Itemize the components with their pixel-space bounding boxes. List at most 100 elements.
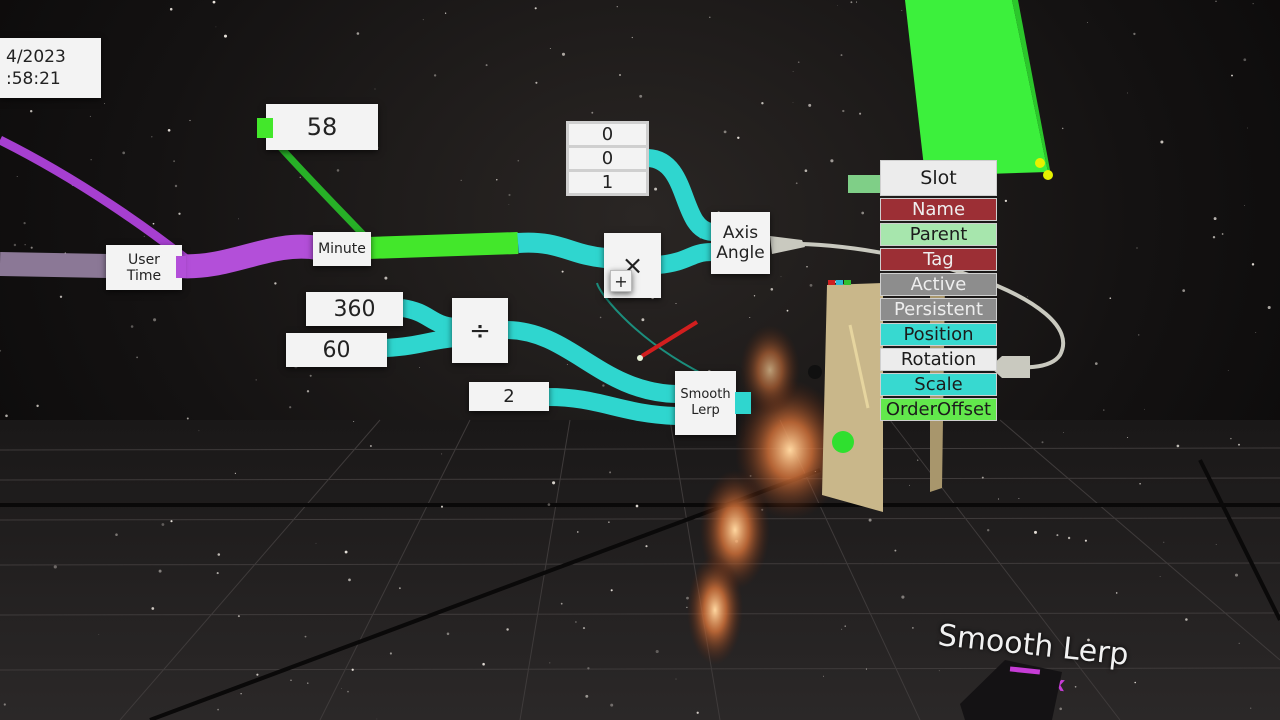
user-time-node[interactable]: User Time <box>106 245 182 290</box>
vector-y-value: 0 <box>601 148 614 169</box>
star <box>797 61 800 64</box>
smooth-lerp-output-port[interactable] <box>735 392 751 414</box>
star <box>255 379 257 381</box>
star <box>130 325 134 328</box>
star <box>560 602 563 605</box>
star <box>610 589 613 592</box>
inspector-row-scale[interactable]: Scale <box>880 373 997 396</box>
inspector-row-tag[interactable]: Tag <box>880 248 997 271</box>
star <box>806 266 808 268</box>
star <box>804 169 808 173</box>
star <box>917 459 919 461</box>
star <box>1067 536 1071 540</box>
star <box>136 356 138 359</box>
star <box>369 444 372 448</box>
float-wire-360 <box>400 299 457 336</box>
star <box>151 607 155 610</box>
axis-angle-node[interactable]: Axis Angle <box>711 212 770 274</box>
star <box>98 633 100 635</box>
star <box>217 553 221 556</box>
divide-node[interactable]: ÷ <box>452 298 508 363</box>
star <box>1063 432 1064 433</box>
star <box>351 668 354 671</box>
star <box>336 169 340 172</box>
star <box>1137 334 1140 336</box>
star <box>631 36 633 39</box>
star <box>161 523 165 526</box>
vector-input-node[interactable]: 0 0 1 <box>566 121 649 196</box>
star <box>440 505 444 508</box>
star <box>1041 441 1044 444</box>
inspector-row-persistent[interactable]: Persistent <box>880 298 997 321</box>
star <box>868 518 872 522</box>
star <box>610 703 614 707</box>
star <box>485 64 488 67</box>
star <box>737 136 740 140</box>
star <box>399 587 401 590</box>
minute-node[interactable]: Minute <box>313 232 371 266</box>
const-60-node[interactable]: 60 <box>286 333 387 367</box>
star <box>561 270 564 273</box>
star <box>1084 539 1087 542</box>
star <box>356 32 360 35</box>
time-wire <box>177 234 320 279</box>
star <box>460 179 462 182</box>
star <box>844 625 846 627</box>
float-wire-minute <box>517 232 607 268</box>
star <box>855 1 858 3</box>
inspector-row-parent[interactable]: Parent <box>880 223 997 246</box>
star <box>566 364 568 365</box>
star <box>1087 22 1088 23</box>
star <box>901 595 905 599</box>
const-2-value: 2 <box>503 386 515 407</box>
inspector-row-rotation[interactable]: Rotation <box>880 348 997 371</box>
star <box>808 103 812 107</box>
star <box>23 222 26 225</box>
vector-y-field[interactable]: 0 <box>569 148 646 169</box>
star <box>122 151 126 155</box>
star <box>901 10 903 11</box>
inspector-row-slot[interactable]: Slot <box>880 160 997 196</box>
star <box>482 662 485 666</box>
star <box>645 545 648 548</box>
inspector-row-position[interactable]: Position <box>880 323 997 346</box>
minute-value-display: 58 <box>266 104 378 150</box>
star <box>238 218 239 220</box>
star <box>1231 74 1233 77</box>
add-node[interactable]: + <box>610 270 632 292</box>
star <box>1115 592 1118 594</box>
smooth-lerp-node[interactable]: Smooth Lerp <box>675 371 736 435</box>
star <box>198 430 200 432</box>
star <box>1056 534 1059 537</box>
star <box>189 119 191 122</box>
int-output-port[interactable] <box>257 118 273 138</box>
inspector-row-active[interactable]: Active <box>880 273 997 296</box>
star <box>1074 685 1077 688</box>
star <box>780 276 782 278</box>
inspector-row-name[interactable]: Name <box>880 198 997 221</box>
star <box>1026 296 1028 298</box>
vector-x-field[interactable]: 0 <box>569 124 646 145</box>
vector-z-field[interactable]: 1 <box>569 172 646 193</box>
clock-date: 4/2023 <box>6 47 66 67</box>
star <box>675 678 677 680</box>
clock-display: 4/2023 :58:21 <box>0 38 101 98</box>
star <box>422 19 424 21</box>
star <box>3 703 6 706</box>
inspector-row-orderoffset[interactable]: OrderOffset <box>880 398 997 421</box>
star <box>1185 618 1188 621</box>
star <box>587 667 590 670</box>
const-360-node[interactable]: 360 <box>306 292 403 326</box>
const-2-node[interactable]: 2 <box>469 382 549 411</box>
star <box>709 16 711 19</box>
float-wire-divide <box>505 321 677 403</box>
star <box>433 74 437 77</box>
star <box>152 222 155 225</box>
star <box>865 668 867 670</box>
star <box>591 111 594 114</box>
star <box>0 349 2 352</box>
user-time-output-port[interactable] <box>176 256 186 278</box>
star <box>169 7 173 11</box>
